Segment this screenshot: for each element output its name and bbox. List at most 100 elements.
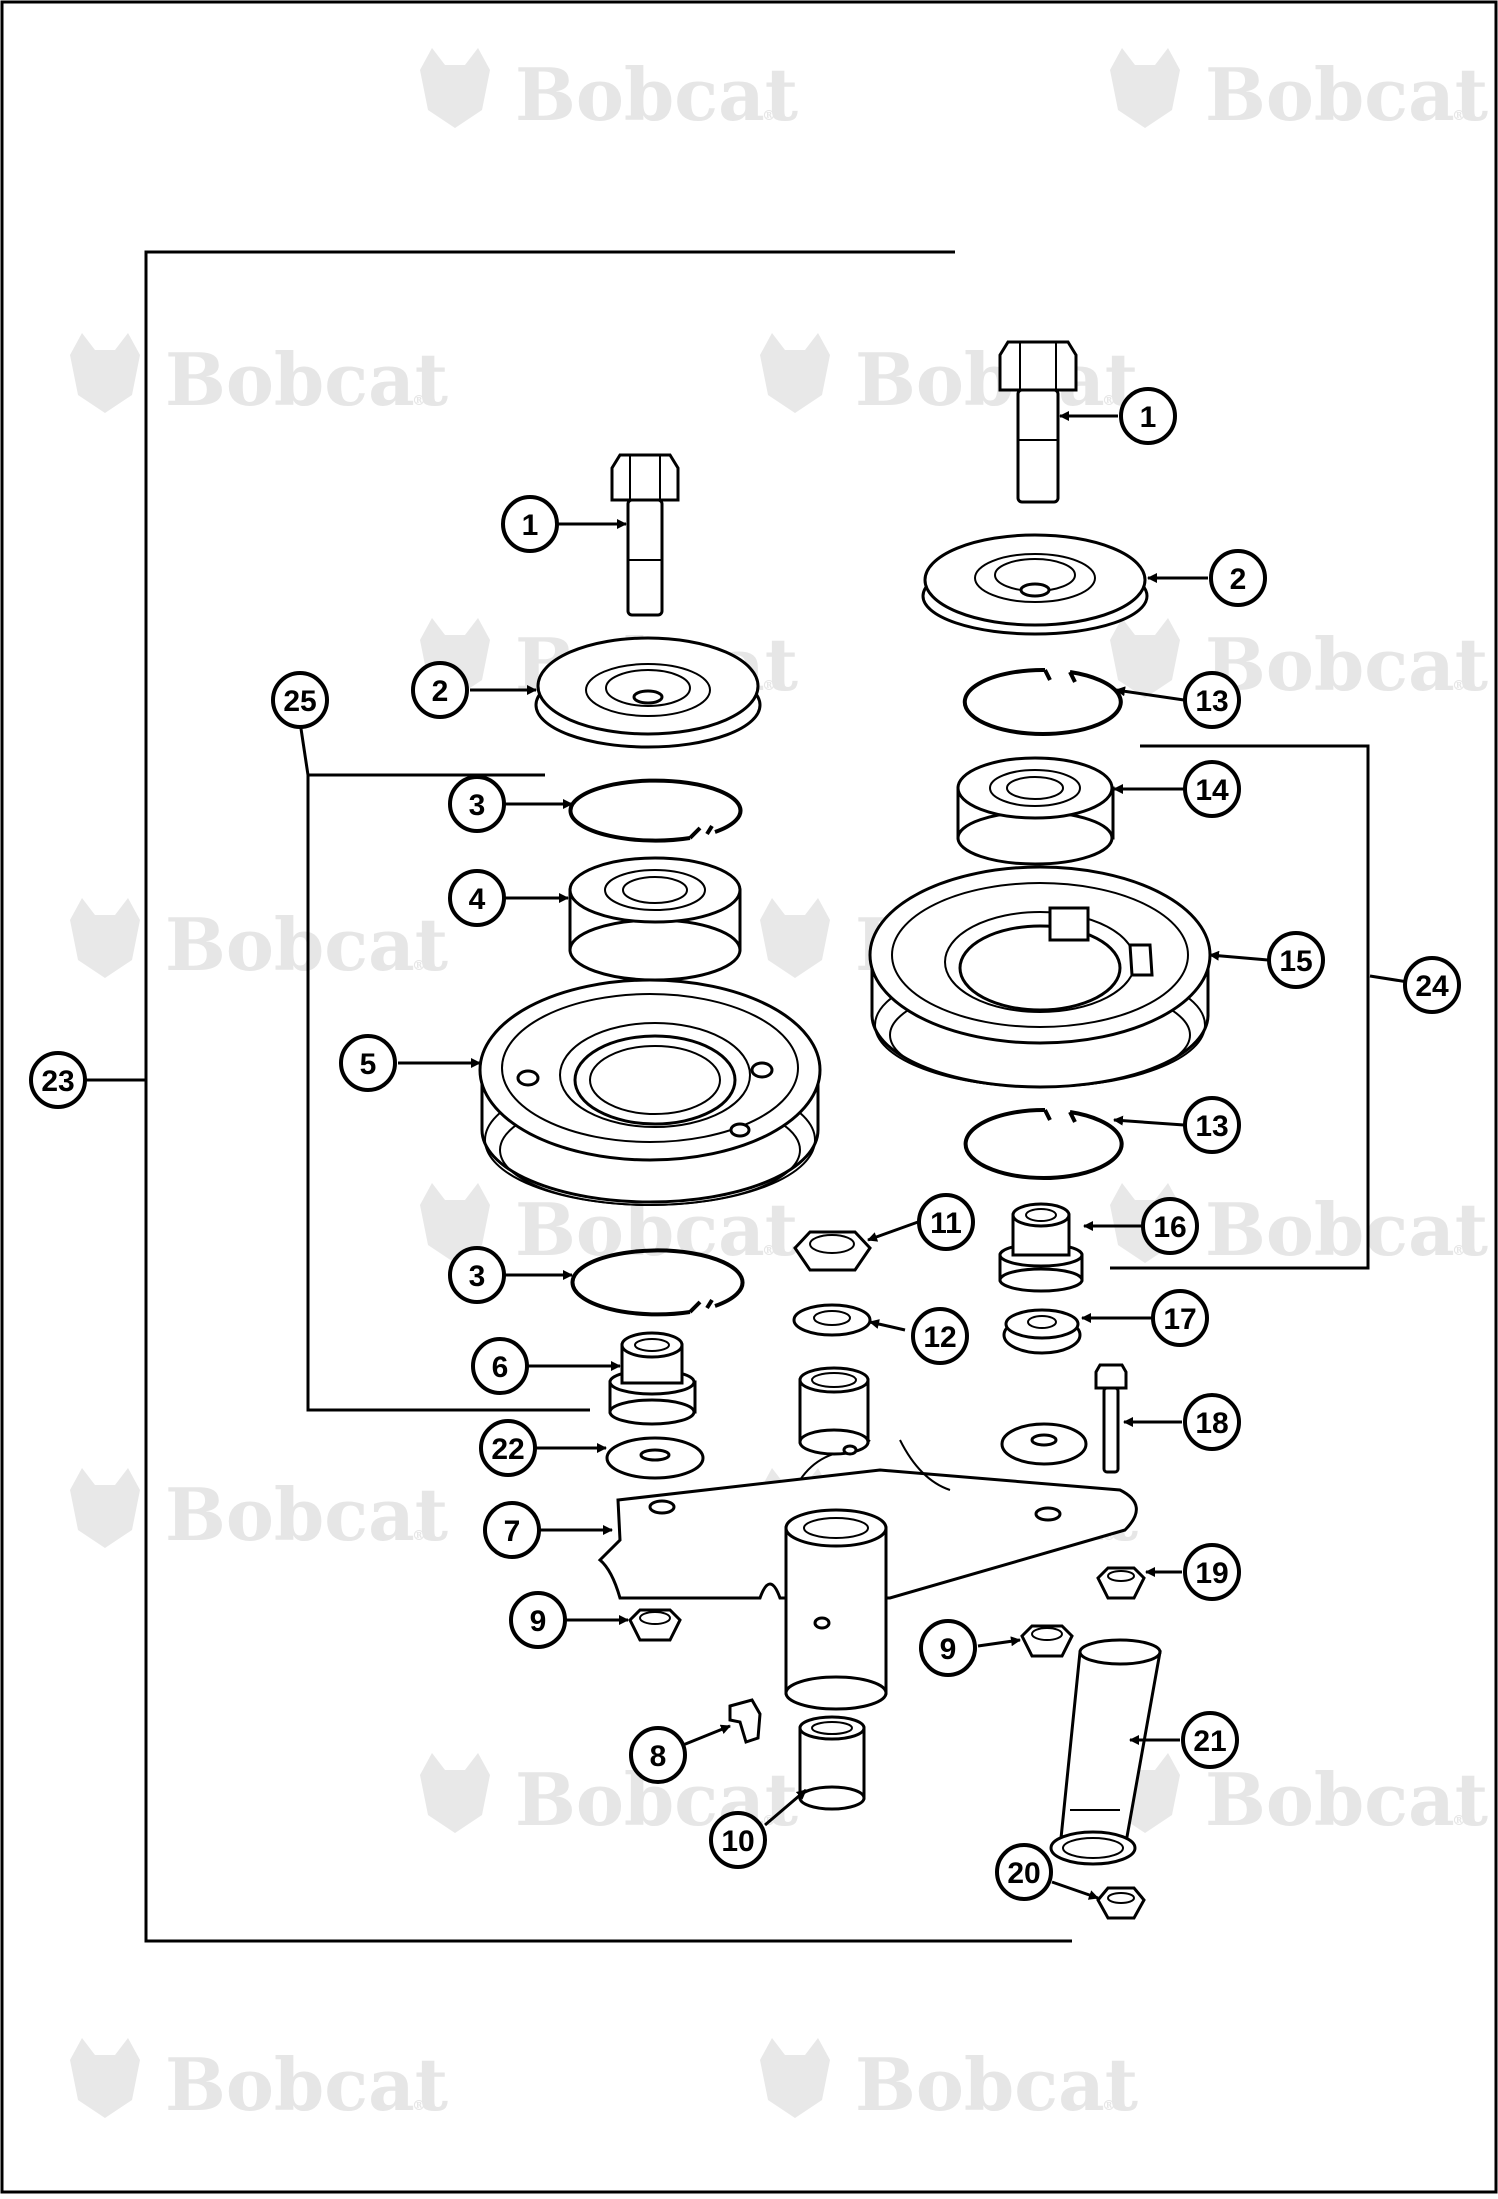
callout-circle — [919, 1619, 977, 1677]
callout-c18: 18 — [1183, 1393, 1241, 1451]
callout-label: 3 — [469, 1260, 486, 1293]
watermark-registered-mark: ® — [1452, 1243, 1466, 1259]
bolt-right — [998, 340, 1078, 504]
watermark-registered-mark: ® — [762, 108, 776, 124]
pivot-bushing-lower — [798, 1715, 866, 1811]
callout-circle — [1181, 1711, 1239, 1769]
snap-ring-left-lower — [570, 1248, 745, 1317]
shaft-21 — [1049, 1638, 1162, 1866]
nut-19 — [1096, 1566, 1146, 1600]
callout-c23: 23 — [29, 1051, 87, 1109]
bobcat-watermark: Bobcat® — [1110, 48, 1488, 137]
callout-c1b: 1 — [1119, 387, 1177, 445]
bracket-23 — [144, 250, 1072, 1943]
bobcat-logo-icon — [70, 1468, 140, 1548]
callout-label: 9 — [940, 1633, 957, 1666]
watermark-brand-text: Bobcat — [1205, 1757, 1488, 1842]
washer-12 — [792, 1303, 872, 1337]
bobcat-watermark: Bobcat® — [420, 48, 798, 137]
callout-c1a: 1 — [501, 495, 559, 553]
callout-c8: 8 — [629, 1726, 687, 1784]
callout-circle — [1183, 760, 1241, 818]
callout-circle — [1403, 956, 1461, 1014]
bobcat-watermark: Bobcat® — [70, 1468, 448, 1557]
callout-circle — [1183, 1393, 1241, 1451]
leader-lines — [86, 411, 1409, 1900]
watermark-brand-text: Bobcat — [515, 52, 798, 137]
bobcat-logo-icon — [70, 2038, 140, 2118]
callout-circle — [448, 869, 506, 927]
callout-c24: 24 — [1403, 956, 1461, 1014]
callout-circle — [411, 661, 469, 719]
watermark-registered-mark: ® — [412, 1528, 426, 1544]
snap-ring-right-upper — [962, 667, 1123, 736]
callout-circle — [1183, 671, 1241, 729]
callout-label: 10 — [721, 1825, 754, 1858]
washer-18 — [1000, 1422, 1088, 1466]
callout-label: 19 — [1195, 1557, 1228, 1590]
flanged-bushing-right — [998, 1202, 1084, 1293]
callout-c13b: 13 — [1183, 1096, 1241, 1154]
callout-circle — [448, 1246, 506, 1304]
bobcat-watermark: Bobcat® — [760, 2038, 1138, 2127]
bobcat-logo-icon — [420, 1183, 490, 1263]
callout-c7: 7 — [483, 1501, 541, 1559]
watermark-registered-mark: ® — [762, 1243, 776, 1259]
callout-label: 3 — [469, 789, 486, 822]
watermark-registered-mark: ® — [1452, 1813, 1466, 1829]
watermark-registered-mark: ® — [1102, 2098, 1116, 2114]
callout-circle — [483, 1501, 541, 1559]
watermark-brand-text: Bobcat — [855, 2042, 1138, 2127]
bracket-25 — [306, 773, 590, 1412]
pulley-left — [478, 978, 822, 1206]
watermark-brand-text: Bobcat — [1205, 52, 1488, 137]
callout-c15: 15 — [1267, 931, 1325, 989]
callout-label: 18 — [1195, 1407, 1228, 1440]
watermark-brand-text: Bobcat — [165, 1472, 448, 1557]
callout-circle — [917, 1193, 975, 1251]
washer-17 — [1002, 1308, 1082, 1355]
callout-c22: 22 — [479, 1419, 537, 1477]
cap-washer-right — [921, 533, 1149, 636]
watermark-registered-mark: ® — [412, 958, 426, 974]
callout-label: 16 — [1153, 1211, 1186, 1244]
callout-circle — [271, 671, 329, 729]
bearing-right — [956, 756, 1115, 866]
callout-circle — [629, 1726, 687, 1784]
bobcat-logo-icon — [760, 2038, 830, 2118]
callout-label: 13 — [1195, 1110, 1228, 1143]
callout-circle — [1267, 931, 1325, 989]
callout-c9a: 9 — [509, 1591, 567, 1649]
bobcat-logo-icon — [420, 48, 490, 128]
callout-c3a: 3 — [448, 775, 506, 833]
callout-label: 11 — [930, 1207, 962, 1240]
bolt-18 — [1094, 1363, 1128, 1474]
watermark-brand-text: Bobcat — [165, 2042, 448, 2127]
cap-washer-left — [534, 636, 762, 749]
callout-label: 15 — [1279, 945, 1312, 978]
bobcat-logo-icon — [760, 898, 830, 978]
callout-c5: 5 — [339, 1034, 397, 1092]
callout-circle — [1119, 387, 1177, 445]
callout-c6: 6 — [471, 1337, 529, 1395]
bobcat-watermark: Bobcat® — [70, 898, 448, 987]
callout-circle — [709, 1811, 767, 1869]
bobcat-watermark: Bobcat® — [1110, 618, 1488, 707]
nut-9-left — [628, 1608, 682, 1642]
callout-c4: 4 — [448, 869, 506, 927]
callout-label: 2 — [1230, 563, 1247, 596]
pivot-tube — [784, 1508, 888, 1711]
callout-label: 17 — [1163, 1303, 1196, 1336]
callout-label: 4 — [469, 883, 486, 916]
callout-c20: 20 — [995, 1843, 1053, 1901]
pivot-bushing-upper — [798, 1366, 870, 1456]
nut-9-right — [1020, 1624, 1074, 1658]
callout-c11: 11 — [917, 1193, 975, 1251]
callout-circle — [501, 495, 559, 553]
callout-c21: 21 — [1181, 1711, 1239, 1769]
callout-circle — [995, 1843, 1053, 1901]
watermark-registered-mark: ® — [1452, 678, 1466, 694]
watermark-brand-text: Bobcat — [165, 902, 448, 987]
callout-label: 25 — [283, 685, 316, 718]
